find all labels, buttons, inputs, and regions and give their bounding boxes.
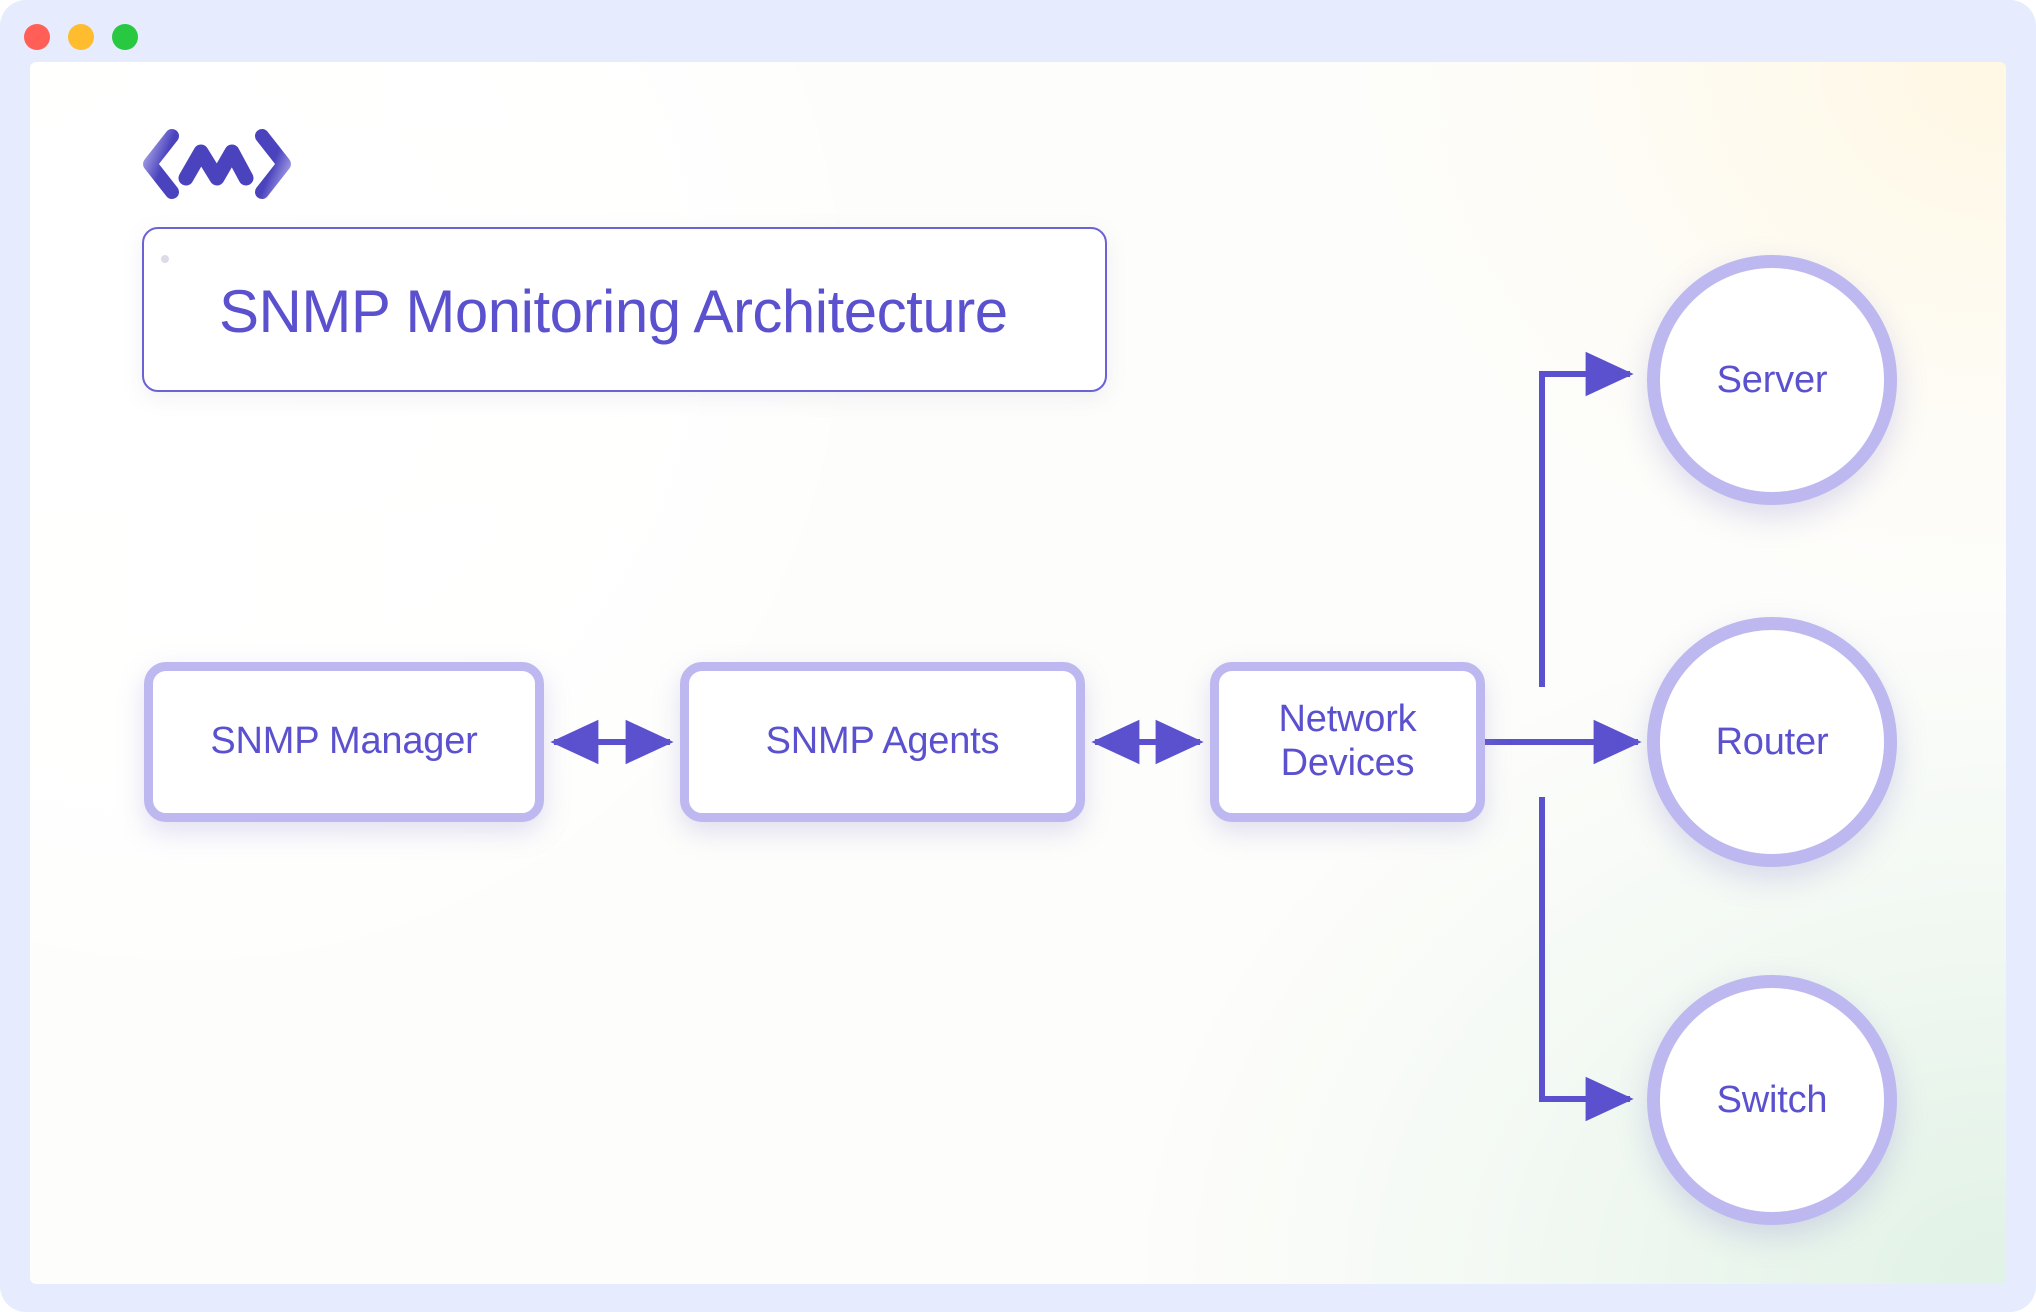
node-snmp-manager-label: SNMP Manager [210,720,478,763]
node-switch-label: Switch [1716,1078,1828,1121]
node-router[interactable]: Router [1647,617,1897,867]
window-maximize-button[interactable] [112,24,138,50]
node-snmp-manager[interactable]: SNMP Manager [144,662,544,822]
node-network-devices[interactable]: Network Devices [1210,662,1485,822]
node-server-label: Server [1716,358,1828,401]
window-close-button[interactable] [24,24,50,50]
node-snmp-agents[interactable]: SNMP Agents [680,662,1085,822]
edge-devices-server [1539,351,1634,687]
node-network-devices-label: Network Devices [1278,698,1417,784]
node-switch[interactable]: Switch [1647,975,1897,1225]
node-server[interactable]: Server [1647,255,1897,505]
diagram-canvas: SNMP Monitoring Architecture [30,62,2006,1284]
edge-devices-switch [1539,797,1634,1122]
window-titlebar [0,0,2036,62]
node-snmp-agents-label: SNMP Agents [765,720,1000,763]
page-title: SNMP Monitoring Architecture [219,278,1008,345]
code-chevron-wave-logo-icon [142,128,292,200]
title-card-handle-dot [161,255,169,263]
page-title-card: SNMP Monitoring Architecture [142,227,1107,392]
window-minimize-button[interactable] [68,24,94,50]
node-router-label: Router [1715,720,1829,763]
